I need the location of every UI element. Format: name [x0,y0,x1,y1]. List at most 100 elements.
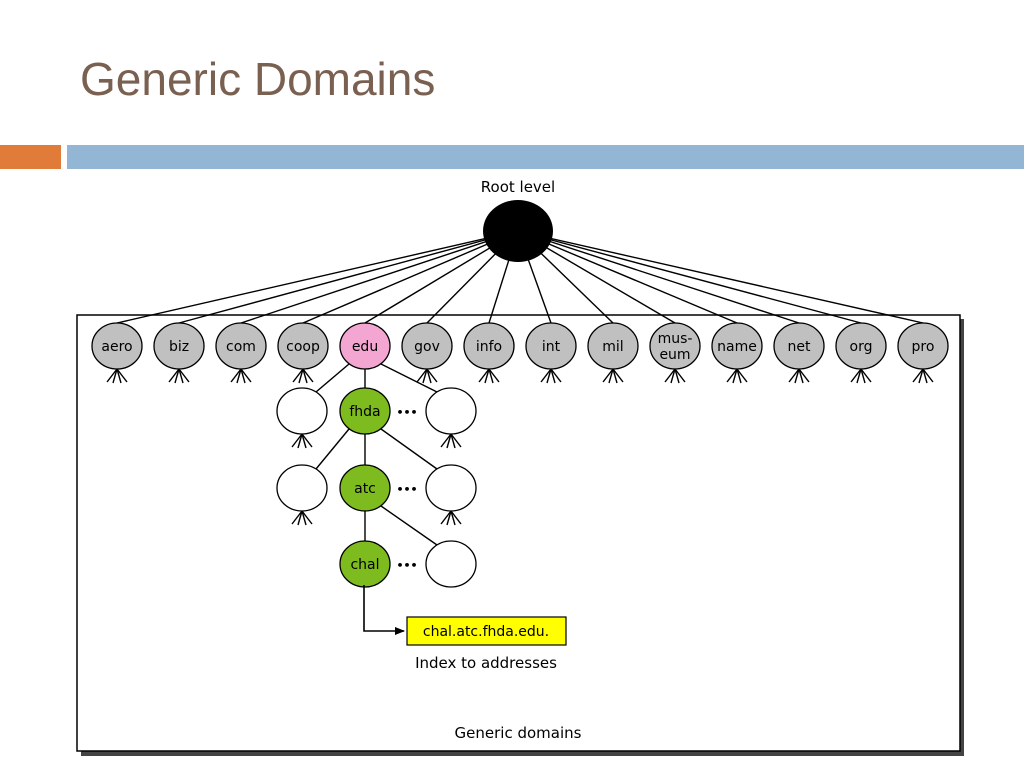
subtree-tick-line [302,368,308,384]
accent-bar-orange [0,145,61,169]
edge-to-right-leaf-2 [380,428,438,470]
tick-mil [602,368,624,384]
subtree-tick-line [798,368,810,383]
subtree-tick-line [798,368,804,384]
subtree-tick-line [298,368,304,384]
subtree-tick-line [918,368,924,384]
subtree-tick-line [674,368,680,384]
subtree-tick-line [450,510,456,526]
domain-node-info-label: info [476,339,502,355]
domain-node-aero [91,322,143,370]
tick-name [726,368,748,384]
edge-root-biz [178,230,519,324]
subtree-tick-line [670,368,676,384]
edge-root-com [240,230,519,324]
domain-node-name [711,322,763,370]
subtree-tick-line [301,510,313,525]
subtree-tick-line [484,368,490,384]
root-level-label: Root level [481,178,555,196]
subtree-tick-line [674,368,686,383]
domain-node-org [835,322,887,370]
subtree-tick-line [168,368,180,383]
tick-left-leaf-1 [291,433,313,449]
leaf-node-left-1 [276,387,328,435]
path-node-atc-label: atc [354,481,376,497]
domain-node-gov-label: gov [414,339,440,355]
tick-left-leaf-2 [291,510,313,526]
subtree-tick-line [732,368,738,384]
domain-node-biz [153,322,205,370]
domain-node-pro [897,322,949,370]
tree-edges [116,230,924,546]
subtree-tick-line [116,368,122,384]
subtree-tick-line [240,368,246,384]
domain-node-int-label: int [542,339,561,355]
subtree-tick-line [440,433,452,448]
tick-net [788,368,810,384]
subtree-tick-line [301,433,313,448]
subtree-tick-line [426,368,432,384]
subtree-tick-line [664,368,676,383]
subtree-ticks [106,368,934,526]
domain-node-net-label: net [788,339,811,355]
tick-right-leaf-1 [440,433,462,449]
leaf-node-left-2 [276,464,328,512]
subtree-tick-line [106,368,118,383]
subtree-tick-line [297,433,303,449]
leaf-node-right-2 [425,464,477,512]
subtree-tick-line [446,510,452,526]
tick-biz [168,368,190,384]
subtree-tick-line [540,368,552,383]
index-box-text: chal.atc.fhda.edu. [423,624,549,640]
subtree-tick-line [450,433,456,449]
ellipsis-1: ••• [396,406,417,419]
subtree-tick-line [178,368,190,383]
subtree-tick-line [112,368,118,384]
subtree-tick-line [450,510,462,525]
subtree-tick-line [292,368,304,383]
edge-to-right-leaf-3 [380,505,438,546]
leaf-node-right-1 [425,387,477,435]
domain-node-coop-label: coop [286,339,320,355]
subtree-tick-line [488,368,494,384]
subtree-tick-line [297,510,303,526]
subtree-tick-line [736,368,748,383]
path-node-fhda-label: fhda [349,404,380,420]
subtree-tick-line [602,368,614,383]
tick-com [230,368,252,384]
subtree-tick-line [546,368,552,384]
subtree-tick-line [440,510,452,525]
subtree-tick-line [240,368,252,383]
tick-info [478,368,500,384]
domain-node-mil [587,322,639,370]
domain-node-aero-label: aero [101,339,132,355]
root-node [483,200,553,262]
subtree-tick-line [291,433,303,448]
subtree-tick-line [446,433,452,449]
subtree-tick-line [860,368,872,383]
tick-right-leaf-2 [440,510,462,526]
domain-node-org-label: org [850,339,873,355]
domain-node-edu [339,322,391,370]
path-node-fhda [339,387,391,435]
subtree-tick-line [726,368,738,383]
subtree-tick-line [922,368,928,384]
edge-root-coop [302,230,519,324]
subtree-tick-line [794,368,800,384]
subtree-tick-line [302,368,314,383]
domain-node-edu-label: edu [352,339,378,355]
edge-root-name [517,230,738,324]
domain-node-com-label: com [226,339,256,355]
path-node-chal [339,540,391,588]
subtree-tick-line [230,368,242,383]
edge-root-aero [116,230,519,324]
subtree-tick-line [550,368,562,383]
edge-to-left-leaf-2 [315,428,350,470]
path-node-chal-label: chal [350,557,379,573]
domain-node-net [773,322,825,370]
domain-node-name-label: name [717,339,757,355]
subtree-tick-line [416,368,428,383]
tick-pro [912,368,934,384]
